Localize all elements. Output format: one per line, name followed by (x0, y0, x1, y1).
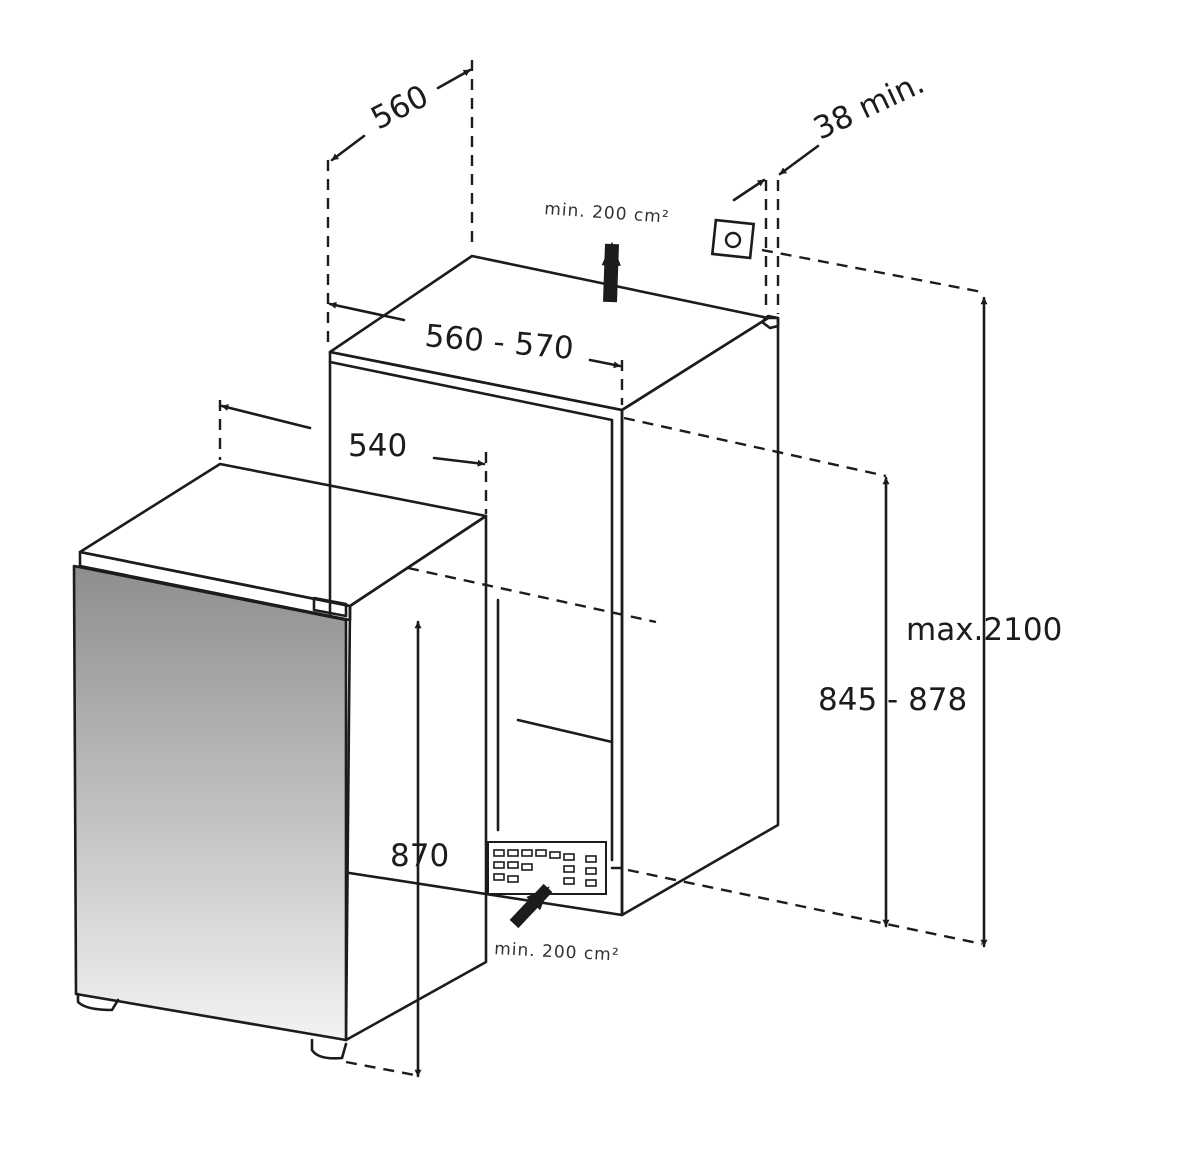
label-niche-width: 560 - 570 (423, 318, 575, 367)
grille-slot (507, 861, 519, 869)
grille-slot (493, 849, 505, 857)
arrow-appliance-width-left (220, 404, 312, 430)
niche-corner-post (760, 314, 780, 330)
label-top-gap: 38 min. (808, 65, 930, 147)
ext-ceiling (761, 248, 983, 294)
ventilation-grille (487, 841, 607, 895)
airflow-arrow-bottom (509, 883, 553, 929)
label-vent-top: min. 200 cm² (544, 199, 671, 228)
grille-slot (549, 851, 561, 859)
fridge-door (72, 564, 348, 1042)
niche-shelf-line (516, 718, 614, 744)
label-niche-depth: 560 (365, 78, 434, 137)
fridge-top-trim (78, 550, 352, 622)
grille-slot (521, 849, 533, 857)
labels: 560 560 - 570 540 38 min. max.2100 845 -… (348, 65, 1062, 966)
arrow-gap-right (778, 144, 820, 176)
fridge-hinge (312, 596, 348, 618)
grille-slots (493, 849, 597, 887)
grille-slot (585, 879, 597, 887)
airflow-arrow-top (601, 241, 621, 303)
arrow-depth-right (436, 68, 472, 90)
grille-slot (563, 853, 575, 861)
fridge-foot-front (76, 992, 120, 1012)
grille-slot (493, 873, 505, 881)
arrow-depth-left (330, 134, 366, 162)
label-ceiling-height: max.2100 (906, 612, 1062, 648)
ext-appliance-top (407, 566, 657, 624)
socket-plate (710, 218, 756, 260)
socket-hole (724, 231, 742, 249)
ext-appliance-bottom (345, 1060, 421, 1078)
arrow-appliance-width-right (432, 456, 486, 467)
fridge-foot-right (310, 1038, 348, 1060)
arrow-gap-left (732, 178, 766, 202)
label-appliance-height: 870 (390, 838, 449, 874)
ext-niche-top (623, 416, 887, 478)
grille-slot (563, 865, 575, 873)
grille-slot (507, 875, 519, 883)
grille-slot (585, 855, 597, 863)
grille-slot (535, 849, 547, 857)
ext-niche-bottom (627, 868, 983, 946)
power-socket (710, 218, 756, 260)
grille-slot (493, 861, 505, 869)
grille-slot (521, 863, 533, 871)
grille-slot (507, 849, 519, 857)
grille-slot (585, 867, 597, 875)
label-vent-bottom: min. 200 cm² (494, 939, 620, 966)
grille-slot (563, 877, 575, 885)
arrow-width-right (588, 358, 622, 369)
dimension-arrows (220, 68, 988, 1078)
label-appliance-width: 540 (348, 428, 407, 464)
niche-side-face (620, 316, 780, 917)
arrow-width-left (328, 301, 406, 322)
extension-lines (218, 60, 983, 1078)
fridge-side-face (344, 514, 488, 1042)
fridge-appliance (72, 462, 488, 1060)
label-niche-height: 845 - 878 (818, 682, 967, 718)
niche-opening-inner-top (328, 360, 614, 862)
